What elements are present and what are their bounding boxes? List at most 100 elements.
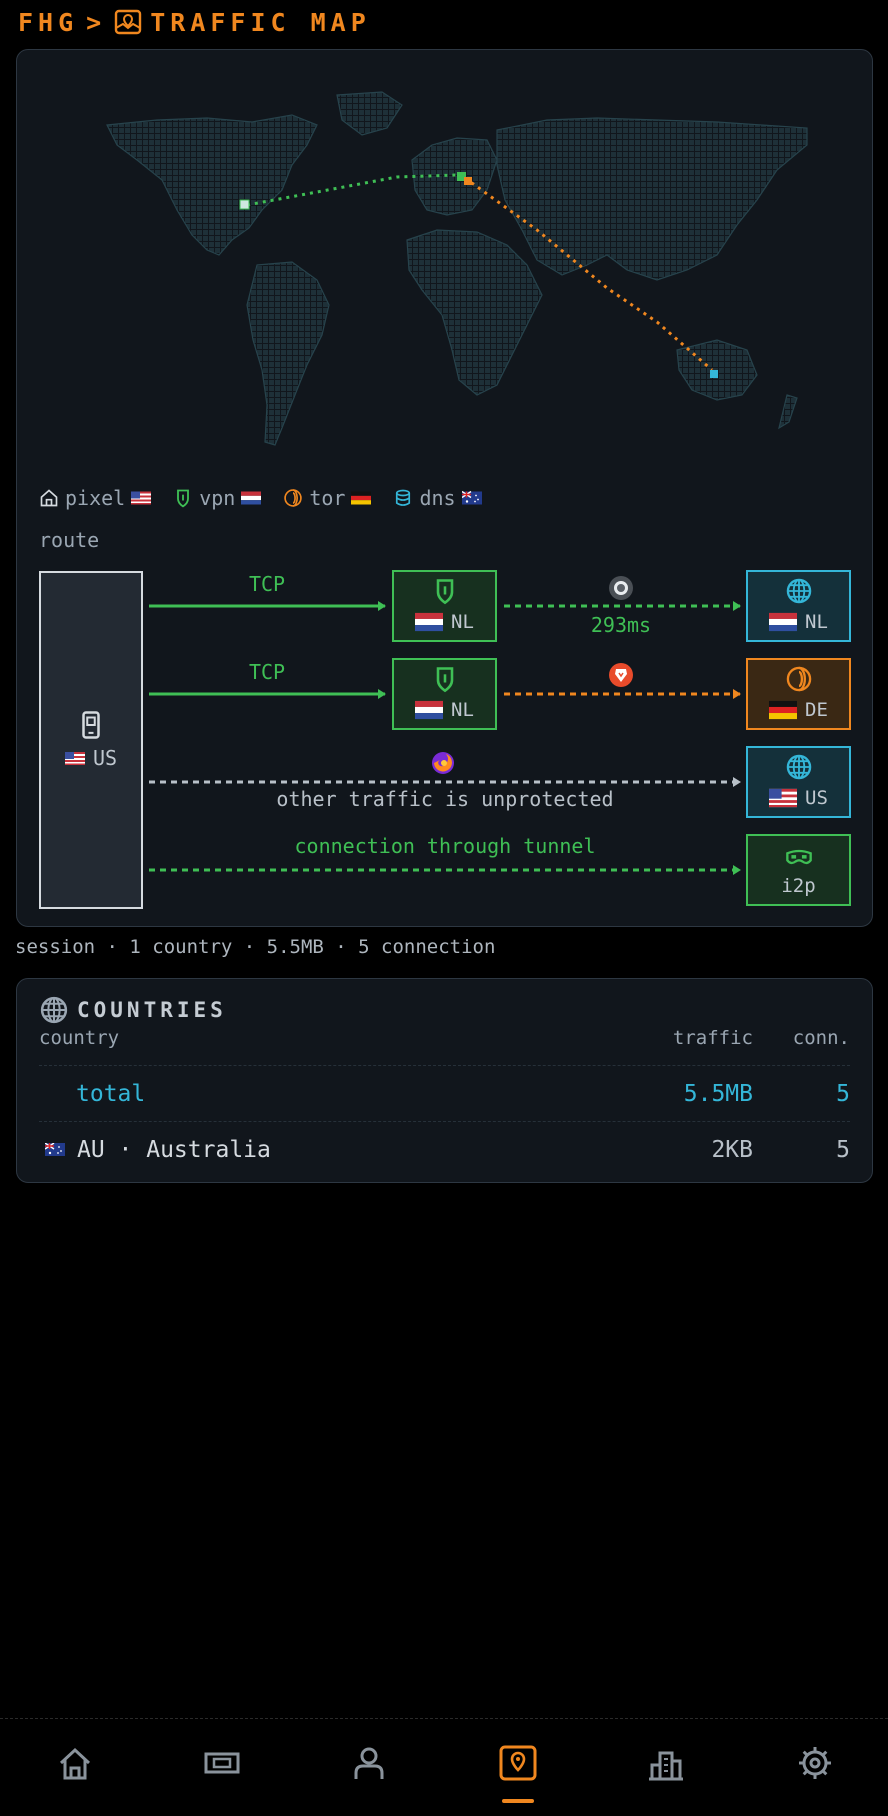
globe-icon [39, 995, 69, 1025]
flag-us-icon [65, 752, 85, 765]
flag-nl-icon [241, 488, 261, 508]
firefox-icon [432, 752, 454, 774]
map-legend: pixel vpn tor dns [39, 486, 482, 510]
mask-icon [785, 844, 813, 872]
database-icon [393, 488, 413, 508]
brave-icon [609, 663, 633, 687]
flag-de-icon [769, 696, 797, 724]
shield-icon [173, 488, 193, 508]
origin-device[interactable]: US [39, 571, 143, 909]
breadcrumb-separator: > [86, 7, 107, 37]
country-conn: 5 [836, 1136, 850, 1163]
map-pin-icon [115, 9, 142, 35]
home-icon [59, 1747, 91, 1780]
user-icon [354, 1747, 384, 1779]
country-name: AU · Australia [77, 1136, 271, 1163]
dest-node-de[interactable]: DE [746, 658, 851, 730]
flag-nl-icon [415, 696, 443, 724]
nav-settings[interactable] [795, 1743, 835, 1783]
hop-node-vpn-nl[interactable]: NL [392, 658, 497, 730]
total-label: total [76, 1080, 146, 1107]
legend-item-tor: tor [283, 486, 371, 510]
ticket-icon [204, 1752, 240, 1774]
hop-country-code: NL [451, 610, 474, 633]
countries-title-text: COUNTRIES [77, 998, 227, 1022]
edge-label-tcp: TCP [248, 660, 286, 684]
city-icon [649, 1751, 683, 1781]
col-traffic: traffic [672, 1027, 753, 1049]
flag-au-icon [45, 1143, 65, 1156]
onion-icon [283, 488, 303, 508]
world-map [106, 91, 808, 446]
onion-icon [785, 665, 813, 693]
globe-icon [785, 577, 813, 605]
table-row-total: total 5.5MB 5 [39, 1065, 850, 1121]
map-icon [499, 1745, 537, 1781]
route-label: route [39, 528, 100, 552]
chrome-icon [609, 576, 633, 600]
table-row[interactable]: AU · Australia 2KB 5 [39, 1121, 850, 1177]
latency-label: 293ms [590, 613, 652, 637]
origin-country: US [65, 746, 117, 770]
map-node-de [464, 177, 472, 185]
legend-item-dns: dns [393, 486, 481, 510]
continent-africa [406, 229, 543, 396]
flag-au-icon [462, 488, 482, 508]
flag-nl-icon [415, 608, 443, 636]
dest-node-i2p[interactable]: i2p [746, 834, 851, 906]
map-node-nl [457, 172, 466, 181]
hop-country-code: NL [451, 698, 474, 721]
nav-traffic-map[interactable] [498, 1743, 538, 1783]
active-tab-indicator [502, 1799, 534, 1803]
edge-label-tcp: TCP [248, 572, 286, 596]
nav-ticket[interactable] [202, 1743, 242, 1783]
shield-icon [431, 665, 459, 693]
flag-us-icon [769, 784, 797, 812]
globe-icon [785, 753, 813, 781]
continent-asia [496, 117, 808, 281]
page-title: TRAFFIC MAP [150, 7, 371, 37]
countries-table-header: country traffic conn. [39, 1027, 850, 1049]
home-icon [39, 488, 59, 508]
flag-de-icon [351, 488, 371, 508]
dest-country-code: NL [805, 610, 828, 633]
origin-country-code: US [92, 746, 118, 770]
dest-node-nl[interactable]: NL [746, 570, 851, 642]
continent-new-zealand [778, 394, 798, 430]
legend-label: pixel [65, 486, 126, 510]
traffic-map-card: pixel vpn tor dns route US [16, 49, 873, 927]
dest-label: i2p [781, 874, 816, 897]
gear-icon [799, 1747, 831, 1779]
col-conn: conn. [792, 1027, 850, 1049]
legend-label: vpn [199, 486, 236, 510]
breadcrumb-root[interactable]: FHG [18, 7, 79, 37]
session-summary: session · 1 country · 5.5MB · 5 connecti… [15, 936, 496, 958]
countries-title: COUNTRIES [39, 995, 227, 1025]
continent-greenland [336, 91, 403, 136]
unprotected-note: other traffic is unprotected [276, 787, 614, 811]
shield-icon [431, 577, 459, 605]
nav-city[interactable] [646, 1743, 686, 1783]
continent-north-america [106, 114, 318, 256]
tunnel-note: connection through tunnel [294, 834, 596, 858]
map-node-au [710, 370, 718, 378]
legend-label: dns [419, 486, 456, 510]
total-traffic: 5.5MB [683, 1080, 753, 1107]
hop-node-vpn-nl[interactable]: NL [392, 570, 497, 642]
countries-card: COUNTRIES country traffic conn. total 5.… [16, 978, 873, 1183]
legend-item-pixel: pixel [39, 486, 151, 510]
continent-south-america [246, 261, 330, 446]
legend-label: tor [309, 486, 346, 510]
dest-node-us[interactable]: US [746, 746, 851, 818]
country-traffic: 2KB [711, 1136, 753, 1163]
bottom-nav [0, 1718, 888, 1816]
legend-item-vpn: vpn [173, 486, 261, 510]
total-conn: 5 [836, 1080, 850, 1107]
col-country: country [39, 1027, 120, 1049]
flag-nl-icon [769, 608, 797, 636]
nav-profile[interactable] [349, 1743, 389, 1783]
nav-home[interactable] [55, 1743, 95, 1783]
dest-country-code: DE [805, 698, 828, 721]
route-nl-au [464, 176, 713, 372]
page-header: FHG > TRAFFIC MAP [18, 4, 371, 40]
